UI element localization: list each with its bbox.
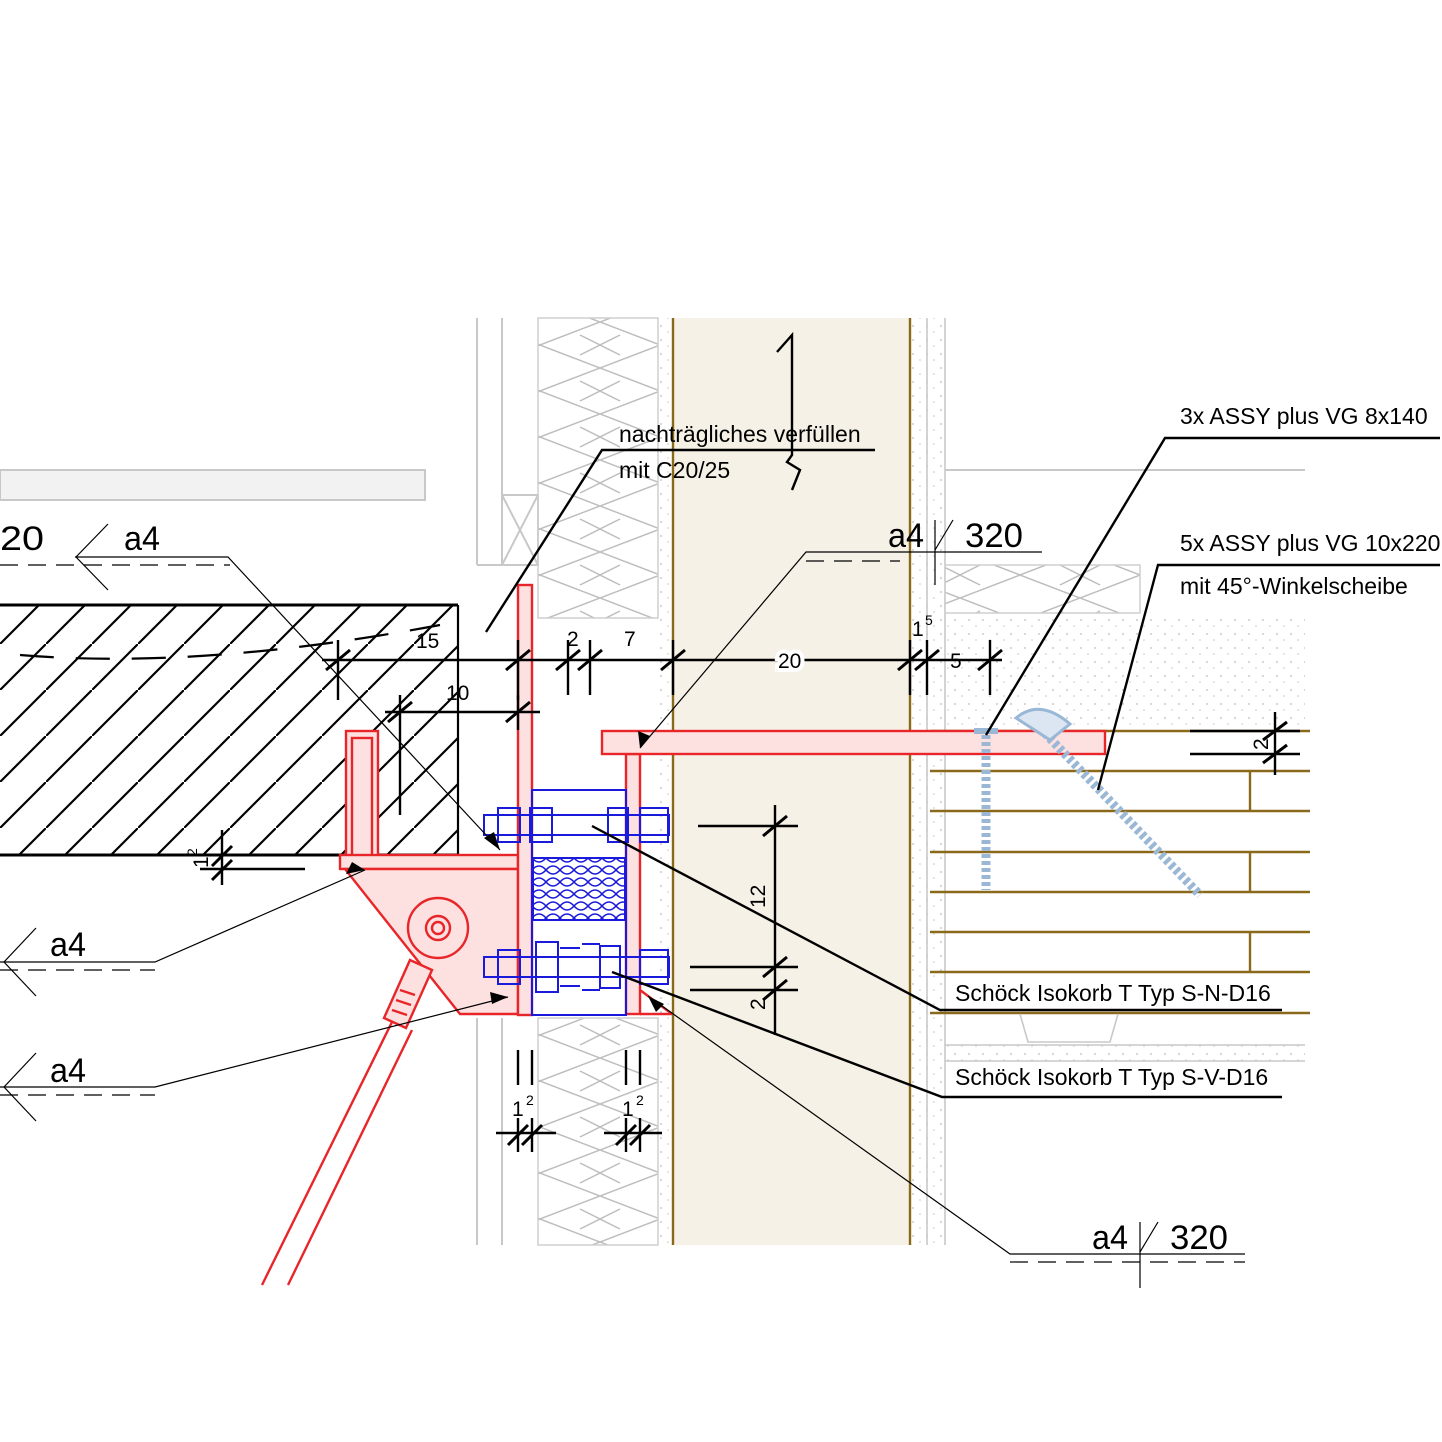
screws-8x140-label: 3x ASSY plus VG 8x140: [1180, 403, 1428, 429]
dim-12: 12: [747, 885, 770, 908]
dim-2-right: 2: [1250, 738, 1273, 750]
weld-top-right-value: 320: [965, 517, 1023, 555]
dim-2: 2: [567, 628, 579, 651]
weld-bottom-right-value: 320: [1170, 1219, 1228, 1257]
dim-1-5-base: 1: [912, 618, 924, 641]
isokorb-sn-label: Schöck Isokorb T Typ S-N-D16: [955, 980, 1271, 1006]
weld-left-low-size: a4: [50, 1052, 86, 1090]
dim-5: 5: [950, 650, 962, 673]
fill-note-line1: nachträgliches verfüllen: [619, 421, 861, 447]
leader-arrowheads: [346, 731, 664, 1012]
text-annotations: nachträgliches verfüllen mit C20/25 3x A…: [0, 403, 1440, 1257]
dim-1-2-b2-sup: 2: [636, 1092, 644, 1108]
dim-20: 20: [778, 650, 801, 673]
fill-note-line2: mit C20/25: [619, 457, 730, 483]
weld-top-left-value: 320: [0, 520, 44, 558]
screed: [945, 613, 1305, 731]
timber-floor-build-up: [930, 469, 1310, 1062]
dim-7: 7: [624, 628, 636, 651]
dim-1-5-sup: 5: [925, 612, 933, 628]
wall-build-up: [476, 317, 946, 1246]
wall-core: [673, 318, 911, 1245]
concrete-slab: [0, 469, 460, 857]
insulation-lower: [537, 1017, 659, 1246]
weld-bottom-right-size: a4: [1092, 1219, 1128, 1257]
insulation-upper: [537, 317, 659, 619]
screws-10x220-label-line2: mit 45°-Winkelscheibe: [1180, 573, 1408, 599]
isokorb-module: [483, 789, 670, 1016]
annotation-lines: [0, 436, 1440, 1288]
dim-1-2-left-base: 1: [190, 856, 213, 868]
dim-1-2-b1-sup: 2: [526, 1092, 534, 1108]
dim-1-2-b1-base: 1: [512, 1098, 524, 1121]
weld-top-right-size: a4: [888, 517, 924, 555]
dim-1-2-b2-base: 1: [622, 1098, 634, 1121]
screws-10x220-label-line1: 5x ASSY plus VG 10x220: [1180, 530, 1440, 556]
dim-10: 10: [446, 682, 469, 705]
isokorb-sv-label: Schöck Isokorb T Typ S-V-D16: [955, 1064, 1268, 1090]
weld-left-mid-size: a4: [50, 926, 86, 964]
slab-body: [0, 605, 458, 855]
break-symbol: [776, 331, 802, 491]
dim-1-2-left-sup: 2: [184, 848, 200, 856]
steel-bracket: [260, 583, 1107, 1286]
impact-insulation: [944, 564, 1141, 614]
timber-screws: [974, 707, 1204, 899]
dim-2-vert: 2: [747, 998, 770, 1010]
weld-top-left-size: a4: [124, 520, 160, 558]
dim-15: 15: [416, 630, 439, 653]
